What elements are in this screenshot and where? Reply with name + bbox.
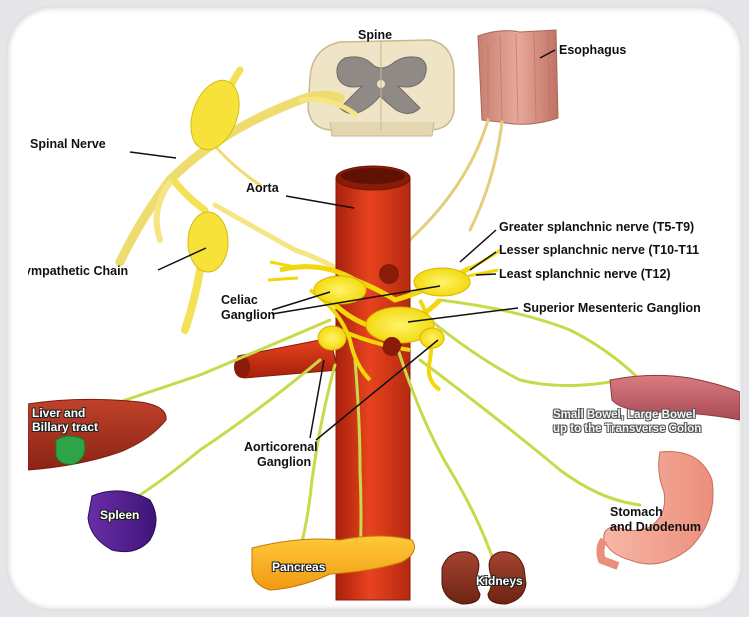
image-frame: Spine Esophagus Spinal Nerve Aorta ympat… xyxy=(6,6,743,611)
label-least-splanchnic: Least splanchnic nerve (T12) xyxy=(499,267,671,281)
label-celiac-2: Ganglion xyxy=(221,308,275,322)
label-pancreas: Pancreas xyxy=(272,560,325,574)
label-aorta: Aorta xyxy=(246,181,279,195)
label-superior-mesenteric: Superior Mesenteric Ganglion xyxy=(523,301,701,315)
label-spinal-nerve: Spinal Nerve xyxy=(30,137,106,151)
spine-illustration xyxy=(308,40,454,136)
label-spleen: Spleen xyxy=(100,508,139,522)
label-aorticorenal-1: Aorticorenal xyxy=(244,440,318,454)
label-liver-2: Billary tract xyxy=(32,420,98,434)
esophagus-illustration xyxy=(478,30,558,124)
label-liver-1: Liver and xyxy=(32,406,85,420)
label-lesser-splanchnic: Lesser splanchnic nerve (T10-T11 xyxy=(499,243,699,257)
diagram-area: Spine Esophagus Spinal Nerve Aorta ympat… xyxy=(28,28,740,608)
label-esophagus: Esophagus xyxy=(559,43,626,57)
label-greater-splanchnic: Greater splanchnic nerve (T5-T9) xyxy=(499,220,694,234)
label-kidneys: Kidneys xyxy=(476,574,523,588)
label-small-bowel-1: Small Bowel, Large Bowel xyxy=(553,409,696,422)
label-celiac-1: Celiac xyxy=(221,293,258,307)
label-stomach-2: and Duodenum xyxy=(610,520,701,534)
label-stomach-1: Stomach xyxy=(610,505,663,519)
label-spine: Spine xyxy=(358,28,392,42)
sympathetic-ganglia xyxy=(182,74,248,272)
label-small-bowel-2: up to the Transverse Colon xyxy=(553,423,701,436)
label-sympathetic-chain: ympathetic Chain xyxy=(28,264,128,278)
label-aorticorenal-2: Ganglion xyxy=(257,455,311,469)
